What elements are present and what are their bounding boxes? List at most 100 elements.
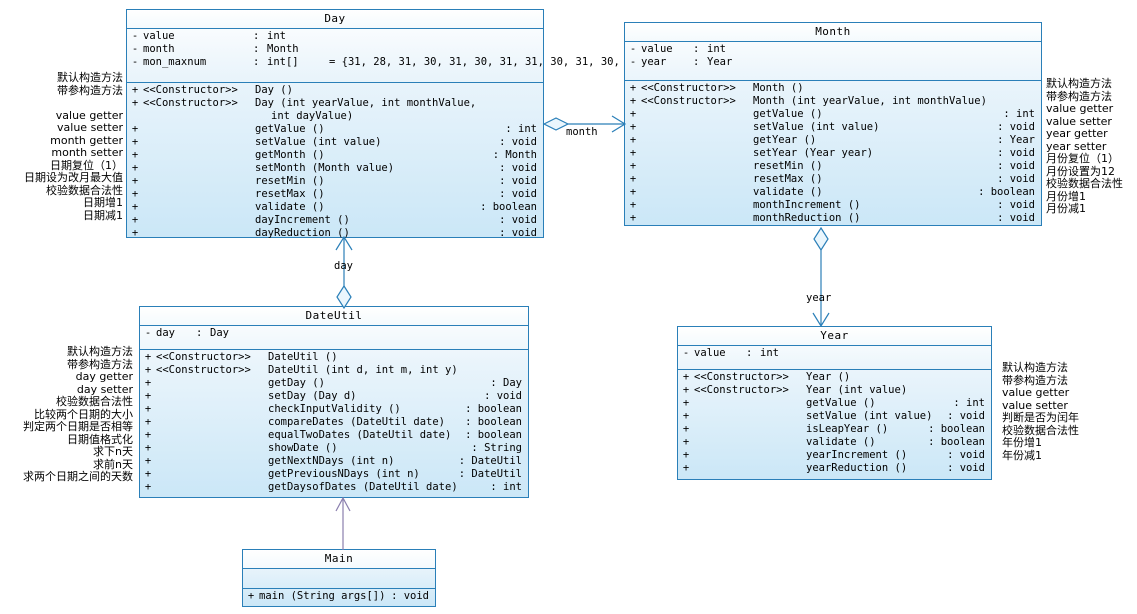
class-box-day[interactable]: Day - value : int - month : Month - mon_… [126, 9, 645, 239]
operation-stereotype [641, 147, 753, 160]
visibility-marker: + [682, 397, 690, 409]
arrow-head-icon [812, 312, 830, 328]
association-dateutil-to-day[interactable] [326, 235, 362, 310]
operation-return-type: : DateUtil [458, 455, 522, 467]
note-line: 带参构造方法 [1002, 373, 1068, 387]
note-line: 日期设为改月最大值 [24, 171, 123, 184]
note-line: value getter [55, 108, 123, 122]
association-month-to-year[interactable] [803, 226, 839, 328]
operation-return-type: : void [499, 188, 537, 200]
note-line: 日期减1 [83, 208, 123, 222]
class-operations-dateutil: + <<Constructor>> DateUtil () + <<Constr… [140, 350, 528, 496]
visibility-marker: + [629, 134, 637, 146]
dependency-main-to-dateutil[interactable] [331, 496, 355, 551]
visibility-marker: - [144, 327, 152, 339]
operation-return-type: : void [997, 199, 1035, 211]
operation-name: showDate () [268, 442, 338, 454]
note-dateutil-left: 默认构造方法 带参构造方法 day getter day setter 校验数据… [0, 345, 133, 484]
attribute-default: = {31, 28, 31, 30, 31, 30, 31, 31, 30, 3… [329, 56, 646, 68]
visibility-marker: + [144, 442, 152, 454]
operation-return-type: : void [947, 449, 985, 461]
operation-stereotype [694, 449, 806, 462]
class-title-year: Year [678, 327, 991, 346]
operation-stereotype [143, 162, 255, 175]
operation-name: setYear (Year year) [753, 147, 874, 159]
operation-name: isLeapYear () [806, 423, 889, 435]
note-line: 求下n天 [93, 445, 133, 458]
attribute-row: - year : Year [625, 56, 1041, 69]
visibility-marker: + [629, 82, 637, 94]
operation-row: + <<Constructor>> DateUtil () [140, 351, 528, 364]
operation-return-type: : Day [490, 377, 522, 389]
operation-stereotype [143, 110, 271, 123]
association-label-month: month [566, 126, 598, 138]
aggregation-diamond-icon [542, 117, 570, 131]
operation-stereotype [156, 377, 268, 390]
operation-row: + <<Constructor>> Day (int yearValue, in… [127, 97, 543, 110]
visibility-marker: + [629, 108, 637, 120]
attribute-type: Year [707, 56, 733, 68]
operation-row: + resetMax () : void [127, 188, 543, 201]
visibility-marker: + [682, 410, 690, 422]
operation-row: + getDaysofDates (DateUtil date) : int [140, 481, 528, 494]
operation-stereotype [641, 186, 753, 199]
operation-stereotype [156, 468, 268, 481]
note-line: value getter [1046, 102, 1114, 115]
operation-name: main (String args[]) [259, 590, 386, 602]
operation-name: setMonth (Month value) [255, 162, 395, 174]
note-line: 月份减1 [1046, 202, 1086, 215]
association-day-to-month[interactable] [540, 100, 632, 150]
operation-return-type: : boolean [465, 403, 522, 415]
class-operations-main: + main (String args[]) : void [243, 589, 435, 605]
operation-stereotype [641, 173, 753, 186]
note-line: 年份增1 [1002, 436, 1042, 449]
operation-return-type: : void [499, 227, 537, 239]
visibility-marker: - [131, 56, 139, 68]
class-attributes-main [243, 569, 435, 589]
operation-stereotype: <<Constructor>> [641, 95, 736, 107]
note-month-right: 默认构造方法 带参构造方法 value getter value setter … [1046, 77, 1137, 216]
operation-stereotype [156, 403, 268, 416]
visibility-marker: + [131, 123, 139, 135]
note-day-left: 默认构造方法 带参构造方法 value getter value setter … [0, 71, 123, 222]
operation-return-type [522, 351, 528, 364]
operation-return-type [1035, 82, 1041, 95]
operation-name: monthIncrement () [753, 199, 861, 211]
visibility-marker: + [144, 403, 152, 415]
class-box-year[interactable]: Year - value : int + <<Constructor>> Yea… [677, 326, 992, 480]
note-line: 月份设置为12 [1046, 164, 1115, 178]
note-line: 校验数据合法性 [1046, 177, 1123, 190]
operation-stereotype [143, 136, 255, 149]
class-box-month[interactable]: Month - value : int - year : Year + <<Co… [624, 22, 1042, 226]
attribute-type: Month [267, 43, 299, 55]
class-box-main[interactable]: Main + main (String args[]) : void [242, 549, 436, 607]
visibility-marker: + [144, 364, 152, 376]
operation-name: getYear () [753, 134, 817, 146]
operation-name: getPreviousNDays (int n) [268, 468, 420, 480]
visibility-marker: + [629, 173, 637, 185]
operation-row: + getMonth () : Month [127, 149, 543, 162]
operation-return-type: : boolean [928, 436, 985, 448]
operation-stereotype [641, 212, 753, 225]
visibility-marker: + [682, 449, 690, 461]
note-line: value getter [1002, 386, 1070, 399]
operation-return-type: : void [484, 390, 522, 402]
note-line: day getter [75, 370, 133, 383]
operation-stereotype: <<Constructor>> [156, 351, 251, 363]
note-line: month setter [51, 146, 123, 159]
note-line: 年份减1 [1002, 448, 1042, 462]
operation-row: + validate () : boolean [678, 436, 991, 449]
note-line: 比较两个日期的大小 [34, 407, 133, 421]
operation-stereotype [156, 481, 268, 494]
visibility-marker: - [131, 30, 139, 42]
visibility-marker: - [682, 347, 690, 359]
operation-stereotype [156, 455, 268, 468]
operation-return-type [985, 384, 991, 397]
class-operations-year: + <<Constructor>> Year () + <<Constructo… [678, 370, 991, 477]
operation-row: + resetMin () : void [625, 160, 1041, 173]
operation-row: + validate () : boolean [625, 186, 1041, 199]
class-box-dateutil[interactable]: DateUtil - day : Day + <<Constructor>> D… [139, 306, 529, 498]
visibility-marker: - [629, 43, 637, 55]
association-label-year: year [806, 292, 832, 304]
operation-return-type [537, 84, 543, 97]
